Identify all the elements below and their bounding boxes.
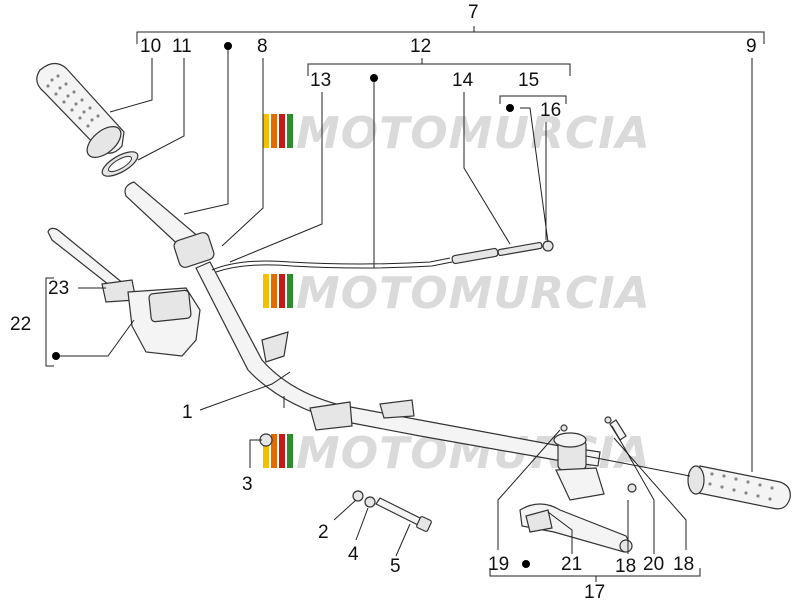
leader-lines [45,26,765,582]
callout-3: 3 [242,474,253,495]
callout-4: 4 [348,544,359,565]
watermark-middle: MOTOMURCIA [263,268,651,319]
left-grip [36,62,125,158]
callout-8: 8 [257,36,268,57]
callout-13: 13 [310,70,331,91]
callout-1: 1 [182,402,193,423]
callout-23: 23 [48,278,69,299]
callout-7: 7 [468,2,479,23]
callout-2: 2 [318,522,329,543]
callout-11: 11 [172,36,192,57]
grip-ring-hole [108,155,132,173]
callout-9: 9 [746,36,757,57]
callout-19: 19 [488,554,509,575]
marker-dot [522,560,530,568]
callout-12: 12 [410,36,431,57]
marker-dots [52,42,530,568]
callout-17: 17 [584,582,605,600]
callout-14: 14 [452,70,474,91]
left-master-cylinder [127,287,201,357]
right-brake-assembly [519,416,637,553]
throttle-cable [211,240,554,273]
callout-21: 21 [561,554,582,575]
handlebar [195,261,601,467]
callout-labels: 7 10 11 8 12 9 13 14 15 16 23 22 1 3 2 4… [10,2,757,600]
callout-22: 22 [10,314,31,335]
marker-dot [370,74,378,82]
callout-20: 20 [643,554,664,575]
right-grip [687,465,791,510]
left-brake-lever [47,227,137,303]
watermark-text: MOTOMURCIA [296,108,651,159]
marker-dot [224,42,232,50]
callout-16: 16 [540,100,561,121]
marker-dot [506,104,514,112]
callout-18-left: 18 [615,556,636,577]
throttle-tube [124,181,215,268]
watermark-text: MOTOMURCIA [296,268,651,319]
watermark-top: MOTOMURCIA [263,108,651,159]
callout-10: 10 [140,36,161,57]
small-hardware [259,433,432,532]
marker-dot [52,352,60,360]
callout-15: 15 [518,70,539,91]
callout-5: 5 [390,556,401,577]
callout-18-right: 18 [673,554,694,575]
